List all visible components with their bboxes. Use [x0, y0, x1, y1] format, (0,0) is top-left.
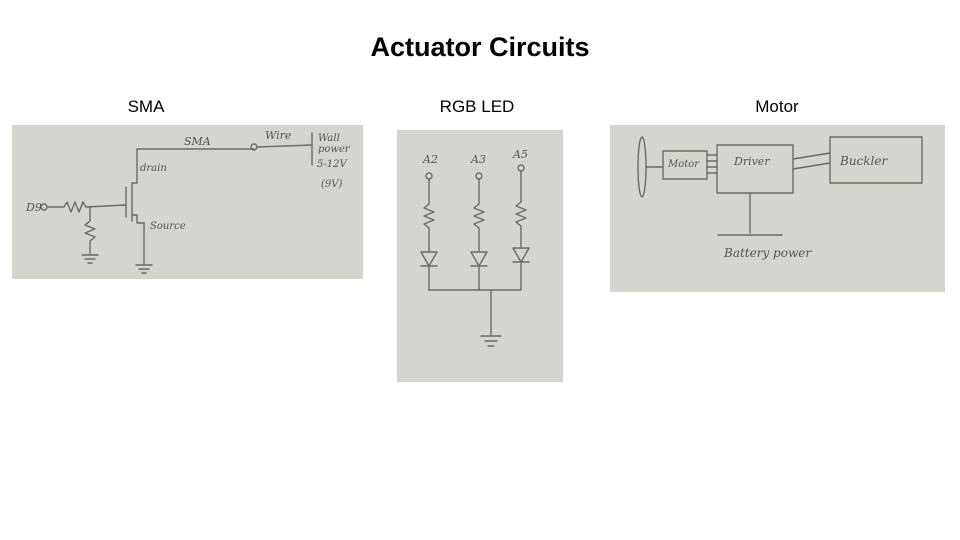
rgb-led-circuit-photo: A2 A3 A5 — [397, 130, 563, 382]
wire-line — [256, 144, 313, 148]
led-branch-3 — [512, 164, 530, 291]
sketch-label-voltage: 5-12V — [317, 159, 348, 170]
sketch-label-a1: A2 — [422, 153, 438, 166]
sketch-label-wall: Wall — [318, 133, 340, 144]
mosfet-symbol — [125, 164, 145, 224]
sma-circuit-photo: SMA Wire Wall power 5-12V (9V) drain Sou… — [12, 125, 363, 279]
sketch-label-motor: Motor — [667, 159, 700, 170]
driver-box — [716, 144, 794, 194]
sketch-label-drain: drain — [140, 163, 167, 174]
sketch-label-a2: A3 — [470, 153, 486, 166]
sketch-label-wire: Wire — [265, 129, 292, 142]
sketch-label-pin: D9 — [25, 201, 42, 214]
common-ground — [428, 289, 522, 347]
sketch-label-9v: (9V) — [321, 179, 342, 190]
motor-wires — [706, 154, 718, 174]
buckler-box — [829, 136, 923, 184]
sma-caption: SMA — [127, 97, 165, 116]
sketch-label-power: power — [318, 144, 351, 155]
sketch-label-driver: Driver — [733, 155, 770, 168]
sma-wire — [136, 148, 255, 166]
input-pin — [40, 203, 48, 211]
sketch-label-source: Source — [150, 221, 186, 232]
led-branch-2 — [470, 172, 488, 291]
motor-box — [662, 150, 708, 180]
sketch-label-sma: SMA — [184, 135, 211, 148]
sma-sketch: SMA Wire Wall power 5-12V (9V) drain Sou… — [25, 129, 351, 274]
slide-title: Actuator Circuits — [370, 32, 590, 62]
rgb-led-caption: RGB LED — [439, 97, 515, 116]
motor-sketch: Motor Driver Buckler Battery power — [637, 136, 923, 260]
battery-connection — [717, 192, 783, 236]
sketch-label-a3: A5 — [512, 148, 528, 161]
gate-resistor — [46, 201, 127, 213]
wheel-shape — [637, 136, 647, 198]
sketch-label-buckler: Buckler — [839, 154, 888, 168]
motor-caption: Motor — [755, 97, 799, 116]
sketch-label-battery: Battery power — [723, 246, 812, 260]
motor-circuit-photo: Motor Driver Buckler Battery power — [610, 125, 945, 292]
led-branch-1 — [420, 172, 438, 291]
driver-to-buckler-wires — [792, 152, 831, 170]
rgb-led-sketch: A2 A3 A5 — [420, 148, 530, 347]
pulldown-resistor — [81, 206, 99, 264]
source-ground — [135, 222, 153, 274]
